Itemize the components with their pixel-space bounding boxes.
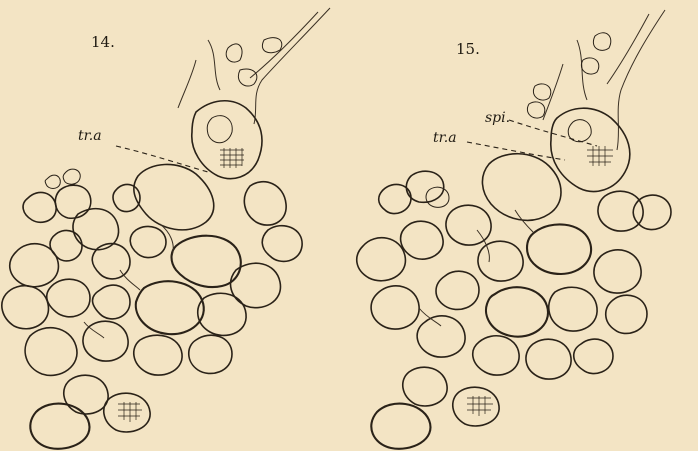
figure-14-drawing xyxy=(0,0,349,451)
figure-14-upper-strand xyxy=(254,8,330,124)
figure-15-bottom-hatch xyxy=(467,396,493,416)
figure-14-round-cell xyxy=(63,169,80,184)
figure-15-hatched-region xyxy=(587,146,613,166)
figure-15-small-cell xyxy=(593,33,610,51)
figure-14-bottom-hatch xyxy=(118,402,142,422)
figure-15-drawing xyxy=(349,0,698,451)
figure-14-small-cell xyxy=(226,44,242,62)
figure-14-hatched-region xyxy=(220,148,244,168)
figure-14-central-duct xyxy=(192,101,262,179)
figure-15-bottom-cell xyxy=(371,404,430,449)
figure-14-bottom-cell xyxy=(30,404,89,449)
